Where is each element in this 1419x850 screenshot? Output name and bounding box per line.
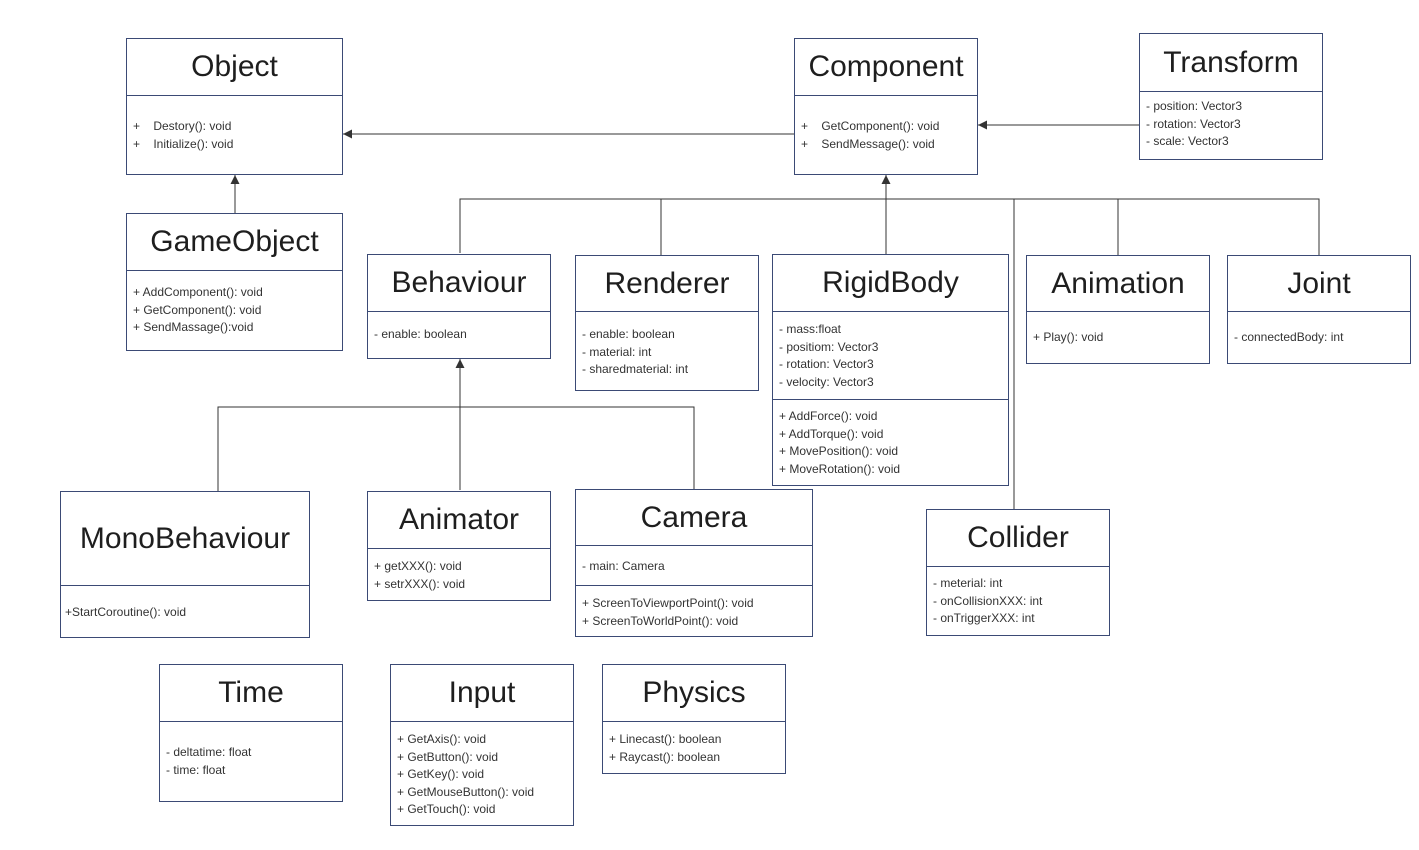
class-renderer-members: - enable: boolean - material: int - shar… xyxy=(576,312,758,387)
class-transform-members: - position: Vector3 - rotation: Vector3 … xyxy=(1140,92,1322,159)
field-rotation: - rotation: Vector3 xyxy=(1146,116,1241,131)
method-screentoworldpoint: + ScreenToWorldPoint(): void xyxy=(582,613,739,628)
method-sendmessage: + SendMessage(): void xyxy=(801,136,935,151)
class-object-title: Object xyxy=(127,39,342,96)
class-monobehaviour-title: MonoBehaviour xyxy=(61,492,309,586)
field-main: - main: Camera xyxy=(582,559,665,573)
class-collider-title: Collider xyxy=(927,510,1109,567)
method-initialize: + Initialize(): void xyxy=(133,136,234,151)
class-input-methods: + GetAxis(): void + GetButton(): void + … xyxy=(391,722,573,827)
class-animation-title: Animation xyxy=(1027,256,1209,312)
class-object-methods: + Destory(): void + Initialize(): void xyxy=(127,96,342,161)
method-sendmassage: + SendMassage():void xyxy=(133,320,254,334)
method-play: + Play(): void xyxy=(1033,330,1104,344)
method-moverotation: + MoveRotation(): void xyxy=(779,461,901,476)
class-time-title: Time xyxy=(160,665,342,722)
class-gameobject[interactable]: GameObject + AddComponent(): void + GetC… xyxy=(126,213,343,351)
class-animation-methods: + Play(): void xyxy=(1027,312,1209,355)
field-velocity: - velocity: Vector3 xyxy=(779,374,874,389)
class-component-title: Component xyxy=(795,39,977,96)
method-destory: + Destory(): void xyxy=(133,119,232,133)
method-startcoroutine: +StartCoroutine(): void xyxy=(65,605,187,619)
class-animation[interactable]: Animation + Play(): void xyxy=(1026,255,1210,364)
method-screentoviewportpoint: + ScreenToViewportPoint(): void xyxy=(582,596,754,610)
method-getbutton: + GetButton(): void xyxy=(397,749,499,764)
field-position: - position: Vector3 xyxy=(1146,99,1243,113)
class-rigidbody-title: RigidBody xyxy=(773,255,1008,312)
field-deltatime: - deltatime: float xyxy=(166,745,252,759)
method-getcomponent: + GetComponent(): void xyxy=(133,302,262,317)
class-animator-methods: + getXXX(): void + setrXXX(): void xyxy=(368,549,550,601)
method-raycast: + Raycast(): boolean xyxy=(609,749,721,764)
class-camera-methods: + ScreenToViewportPoint(): void + Screen… xyxy=(576,585,812,638)
class-physics[interactable]: Physics + Linecast(): boolean + Raycast(… xyxy=(602,664,786,774)
class-camera-title: Camera xyxy=(576,490,812,546)
connector-behaviour-bus xyxy=(217,406,695,491)
field-connectedbody: - connectedBody: int xyxy=(1234,330,1344,344)
class-object[interactable]: Object + Destory(): void + Initialize():… xyxy=(126,38,343,175)
field-scale: - scale: Vector3 xyxy=(1146,134,1229,148)
method-getxxx: + getXXX(): void xyxy=(374,559,462,573)
method-addcomponent: + AddComponent(): void xyxy=(133,285,263,299)
method-setrxxx: + setrXXX(): void xyxy=(374,576,466,591)
class-rigidbody-methods: + AddForce(): void + AddTorque(): void +… xyxy=(773,399,1008,486)
field-time: - time: float xyxy=(166,762,226,777)
class-input-title: Input xyxy=(391,665,573,722)
class-gameobject-methods: + AddComponent(): void + GetComponent():… xyxy=(127,271,342,345)
class-rigidbody-members: - mass:float - positiom: Vector3 - rotat… xyxy=(773,312,1008,399)
class-rigidbody[interactable]: RigidBody - mass:float - positiom: Vecto… xyxy=(772,254,1009,486)
field-meterial: - meterial: int xyxy=(933,576,1003,590)
class-renderer-title: Renderer xyxy=(576,256,758,312)
field-position: - positiom: Vector3 xyxy=(779,339,879,354)
method-addforce: + AddForce(): void xyxy=(779,409,878,423)
class-behaviour-title: Behaviour xyxy=(368,255,550,312)
connector-component-bus xyxy=(459,198,1320,255)
class-collider[interactable]: Collider - meterial: int - onCollisionXX… xyxy=(926,509,1110,636)
method-getmousebutton: + GetMouseButton(): void xyxy=(397,784,535,799)
field-enable: - enable: boolean xyxy=(374,327,467,341)
class-renderer[interactable]: Renderer - enable: boolean - material: i… xyxy=(575,255,759,391)
field-oncollisionxxx: - onCollisionXXX: int xyxy=(933,593,1043,608)
class-behaviour-members: - enable: boolean xyxy=(368,312,550,352)
method-getcomponent: + GetComponent(): void xyxy=(801,119,940,133)
class-camera-members: - main: Camera xyxy=(576,546,812,585)
method-getkey: + GetKey(): void xyxy=(397,767,485,781)
method-linecast: + Linecast(): boolean xyxy=(609,732,722,746)
method-gettouch: + GetTouch(): void xyxy=(397,802,496,816)
field-ontriggerxxx: - onTriggerXXX: int xyxy=(933,611,1035,625)
class-gameobject-title: GameObject xyxy=(127,214,342,271)
class-transform-title: Transform xyxy=(1140,34,1322,92)
class-time-members: - deltatime: float - time: float xyxy=(160,722,342,787)
field-material: - material: int xyxy=(582,344,652,359)
class-camera[interactable]: Camera - main: Camera + ScreenToViewport… xyxy=(575,489,813,637)
method-moveposition: + MovePosition(): void xyxy=(779,444,899,458)
class-joint-members: - connectedBody: int xyxy=(1228,312,1410,355)
class-physics-title: Physics xyxy=(603,665,785,722)
field-enable: - enable: boolean xyxy=(582,327,675,341)
class-time[interactable]: Time - deltatime: float - time: float xyxy=(159,664,343,802)
class-animator-title: Animator xyxy=(368,492,550,549)
field-rotation: - rotation: Vector3 xyxy=(779,357,874,371)
class-behaviour[interactable]: Behaviour - enable: boolean xyxy=(367,254,551,359)
class-animator[interactable]: Animator + getXXX(): void + setrXXX(): v… xyxy=(367,491,551,601)
class-transform[interactable]: Transform - position: Vector3 - rotation… xyxy=(1139,33,1323,160)
class-physics-methods: + Linecast(): boolean + Raycast(): boole… xyxy=(603,722,785,774)
class-collider-members: - meterial: int - onCollisionXXX: int - … xyxy=(927,567,1109,636)
class-monobehaviour-methods: +StartCoroutine(): void xyxy=(61,586,309,640)
method-getaxis: + GetAxis(): void xyxy=(397,732,487,746)
method-addtorque: + AddTorque(): void xyxy=(779,426,884,441)
field-sharedmaterial: - sharedmaterial: int xyxy=(582,362,689,376)
field-mass: - mass:float xyxy=(779,322,842,336)
class-joint-title: Joint xyxy=(1228,256,1410,312)
class-component[interactable]: Component + GetComponent(): void + SendM… xyxy=(794,38,978,175)
class-joint[interactable]: Joint - connectedBody: int xyxy=(1227,255,1411,364)
class-component-methods: + GetComponent(): void + SendMessage(): … xyxy=(795,96,977,161)
class-input[interactable]: Input + GetAxis(): void + GetButton(): v… xyxy=(390,664,574,826)
class-monobehaviour[interactable]: MonoBehaviour +StartCoroutine(): void xyxy=(60,491,310,638)
